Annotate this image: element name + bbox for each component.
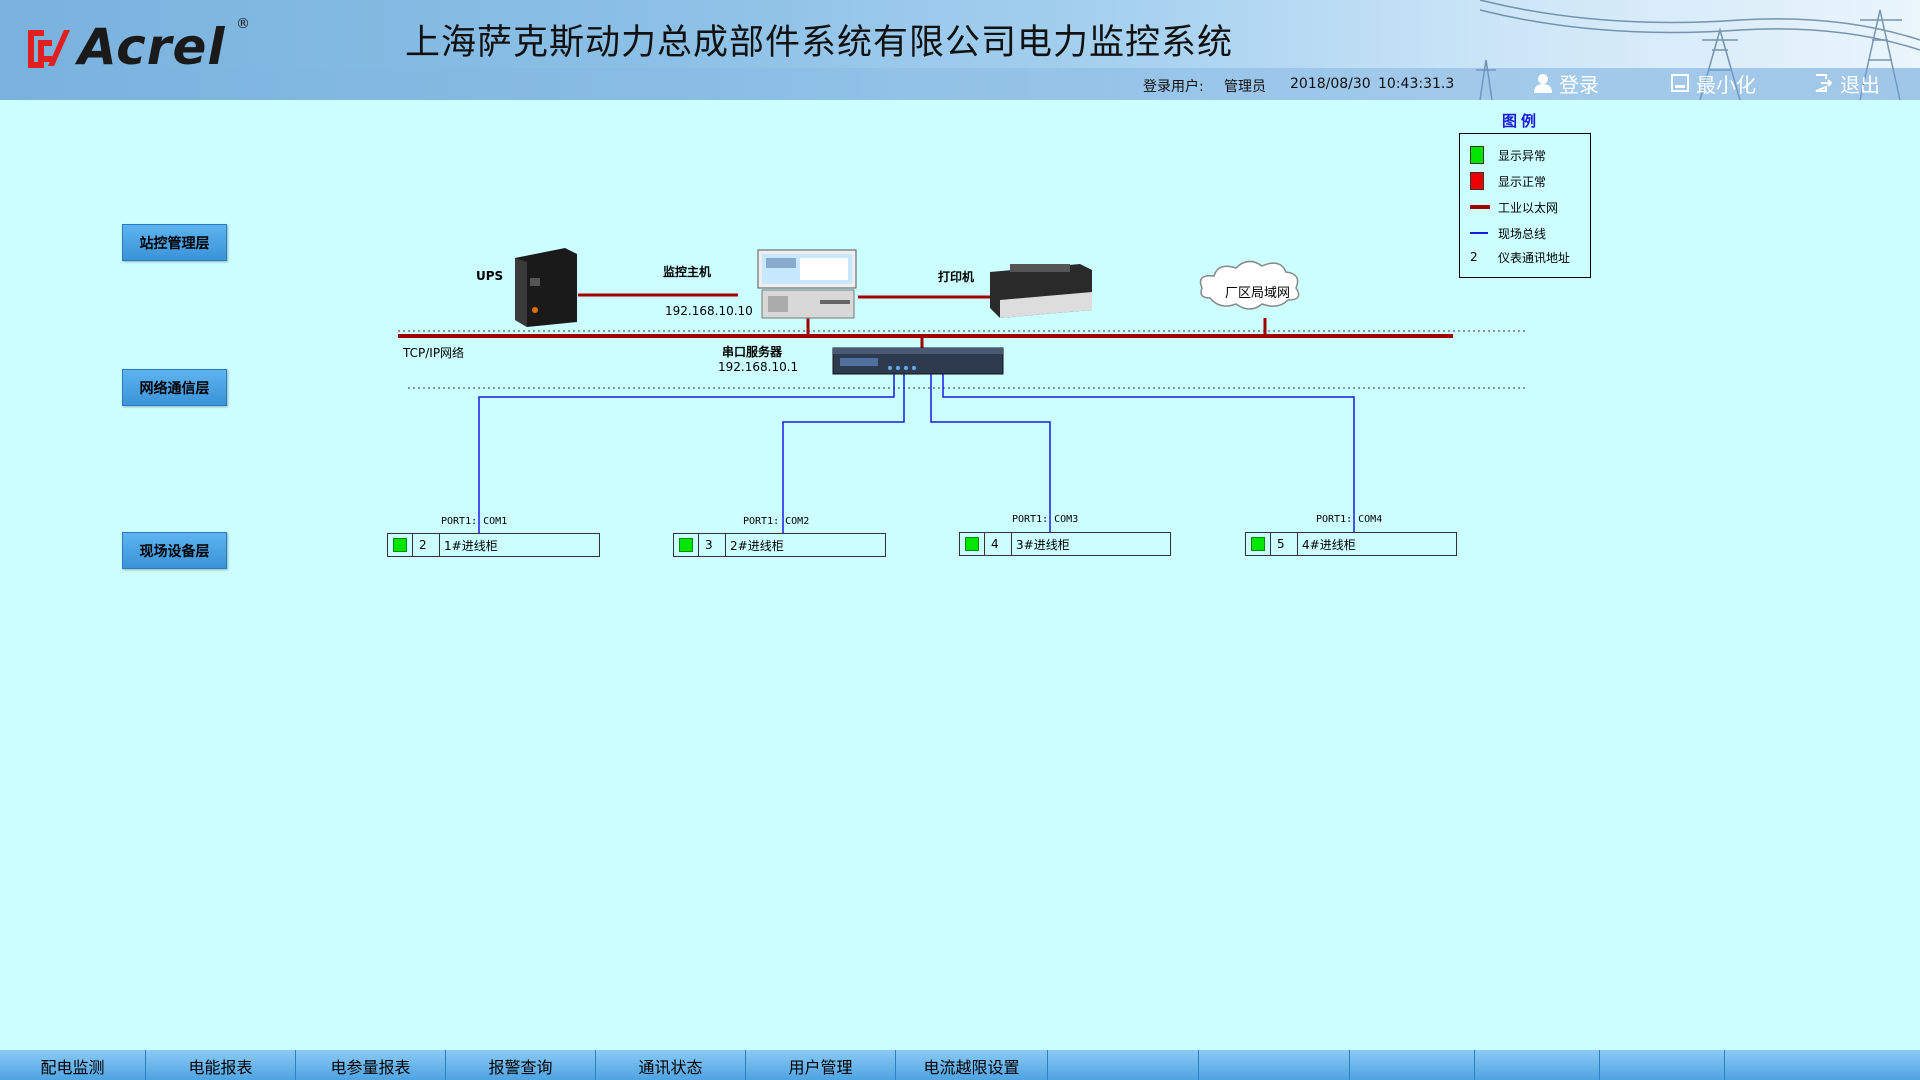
serial-server-label: 串口服务器 — [722, 345, 783, 359]
nav-parameter-report[interactable]: 电参量报表 — [296, 1050, 446, 1080]
login-user-label: 登录用户: — [1143, 79, 1204, 95]
station-layer-button[interactable]: 站控管理层 — [122, 224, 227, 261]
legend-label: 工业以太网 — [1498, 200, 1559, 215]
device-address: 5 — [1271, 533, 1298, 555]
nav-empty-slot[interactable] — [1199, 1050, 1350, 1080]
status-indicator — [674, 534, 699, 556]
legend-item-abnormal: 显示异常 — [1470, 145, 1546, 165]
serial-server-ip: 192.168.10.1 — [718, 360, 799, 374]
host-ip: 192.168.10.10 — [665, 304, 753, 318]
status-indicator — [960, 533, 985, 555]
device-box-2[interactable]: 3 2#进线柜 — [673, 533, 886, 557]
fieldbus-com4 — [942, 372, 1355, 534]
printer-label: 打印机 — [938, 270, 975, 284]
exit-button-label: 退出 — [1840, 72, 1880, 97]
device-address: 3 — [699, 534, 726, 556]
nav-empty-slot[interactable] — [1350, 1050, 1475, 1080]
login-button-label: 登录 — [1559, 72, 1599, 97]
blue-line-icon — [1470, 232, 1488, 234]
device-address: 2 — [413, 534, 440, 556]
legend-item-fieldbus: 现场总线 — [1470, 223, 1546, 243]
minimize-button-label: 最小化 — [1696, 72, 1756, 97]
exit-button[interactable]: 退出 — [1814, 72, 1880, 97]
nav-empty-slot[interactable] — [1725, 1050, 1870, 1080]
login-button[interactable]: 登录 — [1533, 72, 1599, 97]
serial-server-icon — [832, 347, 1004, 375]
network-layer-button[interactable]: 网络通信层 — [122, 369, 227, 406]
red-square-icon — [1470, 172, 1484, 190]
device-port-label: PORT1: COM1 — [441, 516, 508, 527]
device-address: 4 — [985, 533, 1012, 555]
acrel-logo — [26, 20, 266, 80]
nav-empty-slot[interactable] — [1475, 1050, 1600, 1080]
fieldbus-com1 — [478, 372, 895, 534]
legend-title: 图例 — [1502, 112, 1541, 130]
device-port-label: PORT1: COM2 — [743, 516, 810, 527]
login-user: 管理员 — [1224, 79, 1266, 95]
minimize-icon — [1671, 74, 1689, 92]
field-layer-button[interactable]: 现场设备层 — [122, 532, 227, 569]
nav-empty-slot[interactable] — [1600, 1050, 1725, 1080]
page-title: 上海萨克斯动力总成部件系统有限公司电力监控系统 — [405, 23, 1234, 63]
logo-text: Acrel — [78, 18, 226, 76]
header-bar: Acrel ® 上海萨克斯动力总成部件系统有限公司电力监控系统 登录用户: 管理… — [0, 0, 1920, 100]
nav-empty-slot[interactable] — [1048, 1050, 1199, 1080]
legend-item-ethernet: 工业以太网 — [1470, 197, 1558, 217]
header-strip — [0, 68, 1920, 100]
nav-comm-status[interactable]: 通讯状态 — [596, 1050, 746, 1080]
device-port-label: PORT1: COM4 — [1316, 514, 1383, 525]
fieldbus-com3 — [930, 372, 1051, 534]
ups-label: UPS — [476, 269, 504, 283]
legend-address-sample: 2 — [1470, 250, 1478, 264]
exit-icon — [1815, 74, 1833, 92]
nav-current-limit-settings[interactable]: 电流越限设置 — [896, 1050, 1048, 1080]
legend-item-normal: 显示正常 — [1470, 171, 1546, 191]
legend-item-address: 2 仪表通讯地址 — [1470, 247, 1570, 267]
minimize-button[interactable]: 最小化 — [1670, 72, 1756, 97]
host-label: 监控主机 — [663, 265, 712, 279]
fieldbus-com2 — [782, 372, 905, 534]
ups-icon — [515, 248, 577, 327]
user-icon — [1534, 74, 1552, 93]
legend-box: 显示异常 显示正常 工业以太网 现场总线 2 仪表通讯地址 — [1459, 133, 1591, 278]
nav-alarm-query[interactable]: 报警查询 — [446, 1050, 596, 1080]
device-name: 1#进线柜 — [444, 538, 498, 553]
nav-power-monitoring[interactable]: 配电监测 — [0, 1050, 146, 1080]
logo-registered: ® — [236, 16, 250, 32]
device-name: 4#进线柜 — [1302, 537, 1356, 552]
red-line-icon — [1470, 205, 1490, 209]
legend-label: 显示正常 — [1498, 174, 1547, 189]
lan-label: 厂区局域网 — [1225, 286, 1291, 301]
printer-icon — [990, 264, 1092, 318]
device-box-3[interactable]: 4 3#进线柜 — [959, 532, 1171, 556]
device-box-1[interactable]: 2 1#进线柜 — [387, 533, 600, 557]
status-indicator — [1246, 533, 1271, 555]
bottom-nav-bar: 配电监测 电能报表 电参量报表 报警查询 通讯状态 用户管理 电流越限设置 — [0, 1050, 1920, 1080]
green-square-icon — [1470, 146, 1484, 164]
date-display: 2018/08/30 — [1290, 76, 1371, 92]
nav-user-management[interactable]: 用户管理 — [746, 1050, 896, 1080]
tcpip-label: TCP/IP网络 — [403, 346, 465, 360]
legend-label: 显示异常 — [1498, 148, 1547, 163]
device-name: 3#进线柜 — [1016, 537, 1070, 552]
time-display: 10:43:31.3 — [1378, 76, 1455, 92]
monitoring-host-icon — [757, 249, 857, 319]
device-name: 2#进线柜 — [730, 538, 784, 553]
nav-energy-report[interactable]: 电能报表 — [146, 1050, 296, 1080]
legend-label: 仪表通讯地址 — [1498, 250, 1571, 265]
logo-mark-icon — [28, 30, 70, 68]
status-indicator — [388, 534, 413, 556]
legend-label: 现场总线 — [1498, 226, 1547, 241]
device-port-label: PORT1: COM3 — [1012, 514, 1079, 525]
device-box-4[interactable]: 5 4#进线柜 — [1245, 532, 1457, 556]
lan-cloud-icon — [1199, 260, 1300, 310]
